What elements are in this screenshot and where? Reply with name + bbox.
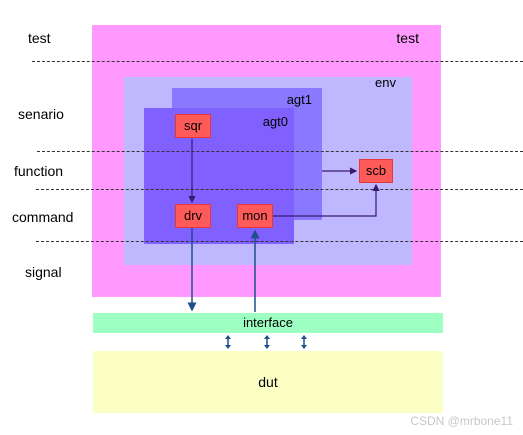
interface-dut-arrows (225, 335, 307, 349)
layer-label-command: command (12, 209, 74, 225)
layer-separator-2 (37, 151, 523, 152)
layer-separator-1 (32, 61, 523, 62)
layer-label-signal: signal (25, 264, 62, 280)
dut-box: dut (93, 351, 443, 413)
agt1-title: agt1 (286, 92, 312, 107)
agt0-title: agt0 (262, 114, 288, 129)
layer-label-senario: senario (18, 106, 64, 122)
scb-component: scb (359, 159, 393, 183)
interface-box: interface (93, 313, 443, 333)
layer-separator-4 (36, 241, 523, 242)
layer-label-function: function (14, 163, 64, 179)
test-title: test (396, 30, 419, 46)
mon-to-scb-arrow (273, 183, 380, 217)
sqr-component: sqr (175, 114, 211, 138)
drv-component: drv (175, 204, 211, 228)
layer-label-test: test (28, 30, 51, 46)
mon-component: mon (237, 204, 273, 228)
layer-separator-3 (36, 189, 523, 190)
env-title: env (375, 75, 396, 90)
watermark: CSDN @mrbone11 (410, 414, 513, 428)
